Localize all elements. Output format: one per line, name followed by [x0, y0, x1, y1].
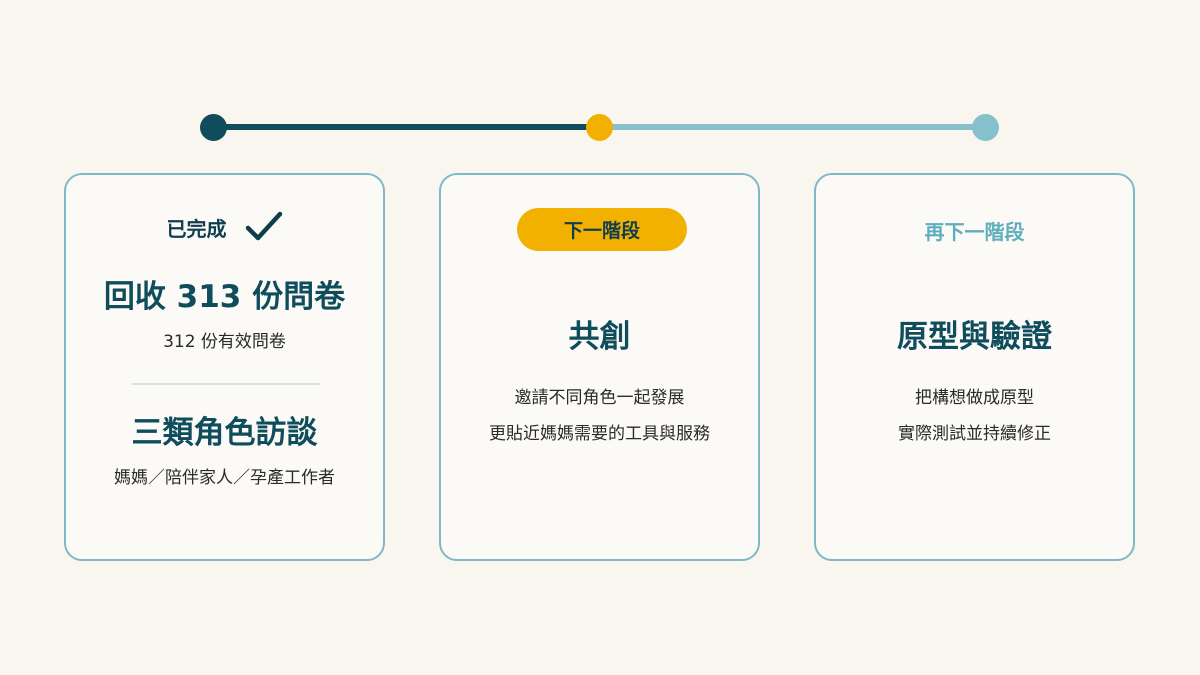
stage-card-later: 再下一階段 原型與驗證 把構想做成原型 實際測試並持續修正 — [814, 173, 1135, 561]
interview-headline: 三類角色訪談 — [131, 415, 318, 451]
status-label-completed: 已完成 — [166, 216, 227, 241]
later-stage-line-2: 實際測試並持續修正 — [898, 424, 1051, 444]
card-divider — [132, 383, 320, 385]
stage-card-next: 下一階段 共創 邀請不同角色一起發展 更貼近媽媽需要的工具與服務 — [439, 173, 760, 561]
progress-timeline — [0, 0, 1200, 160]
check-icon — [245, 211, 282, 241]
next-stage-line-2: 更貼近媽媽需要的工具與服務 — [489, 424, 710, 444]
survey-valid-subtext: 312 份有效問卷 — [163, 332, 286, 352]
next-stage-headline: 共創 — [568, 319, 631, 355]
timeline-node-current — [586, 114, 613, 141]
timeline-node-upcoming — [972, 114, 999, 141]
interview-roles-subtext: 媽媽／陪伴家人／孕產工作者 — [114, 468, 335, 488]
status-row: 已完成 — [66, 207, 383, 247]
survey-count-headline: 回收 313 份問卷 — [103, 279, 346, 315]
timeline-segment-upcoming — [600, 124, 986, 130]
stage-card-completed: 已完成 回收 313 份問卷 312 份有效問卷 三類角色訪談 媽媽／陪伴家人／… — [64, 173, 385, 561]
next-stage-line-1: 邀請不同角色一起發展 — [514, 388, 685, 408]
later-stage-line-1: 把構想做成原型 — [915, 388, 1034, 408]
status-label-later: 再下一階段 — [924, 220, 1025, 244]
later-stage-headline: 原型與驗證 — [897, 319, 1052, 355]
status-badge-next: 下一階段 — [517, 208, 687, 251]
timeline-node-completed — [200, 114, 227, 141]
timeline-segment-completed — [213, 124, 600, 130]
